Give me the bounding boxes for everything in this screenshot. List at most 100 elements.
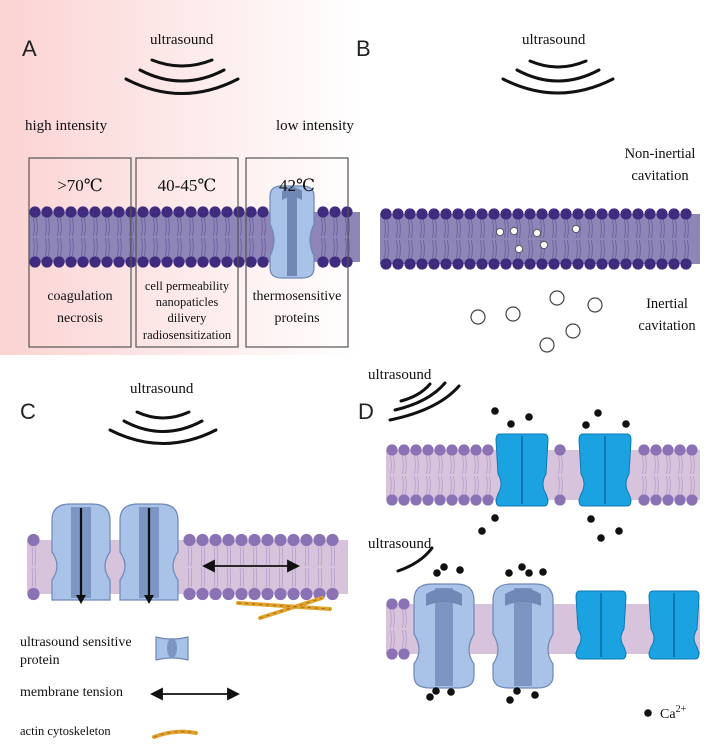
lipid-head [512,258,524,270]
lipid-head [482,444,494,456]
lipid-head [674,494,686,506]
lipid-head [434,444,446,456]
lipid-head [300,533,313,547]
ion-dot [491,407,499,415]
panel-a-ultrasound-waves-icon [124,58,240,95]
lipid-head [500,208,512,220]
lipid-head [29,206,41,218]
lipid-head [662,494,674,506]
lipid-head [416,258,428,270]
lipid-head [41,256,53,268]
ion-dot [447,688,455,696]
calcium-legend-label: Ca2+ [660,704,687,722]
ion-dot [518,563,526,571]
panel-d-ultrasound-waves-top-icon [388,381,461,422]
lipid-head [173,256,185,268]
panel-b-ultrasound-label: ultrasound [522,32,586,48]
lipid-head [458,494,470,506]
calcium-ions-top [478,407,630,542]
lipid-head [245,256,257,268]
inertial-label-line-1: Inertial [646,296,688,312]
lipid-head [536,208,548,220]
lipid-head [440,208,452,220]
lipid-head [197,256,209,268]
ion-dot [433,569,441,577]
panel-a-ultrasound-label: ultrasound [150,32,214,48]
lipid-head [422,444,434,456]
lipid-head [440,258,452,270]
lipid-head [386,494,398,506]
lipid-head [329,206,341,218]
box-1-effect-line-1: coagulation [47,289,112,304]
lipid-head [668,208,680,220]
lipid-head [317,256,329,268]
lipid-head [326,533,339,547]
legend-tension-arrow-icon [149,687,241,701]
lipid-head [245,206,257,218]
lipid-head [398,494,410,506]
ion-dot [587,515,595,523]
lipid-head [221,206,233,218]
panel-a-letter: A [22,36,37,61]
lipid-head [608,258,620,270]
lipid-head [686,494,698,506]
box-2-effect-line-4: radiosensitization [143,328,232,342]
lipid-head [398,444,410,456]
ion-dot [513,687,521,695]
lipid-head [89,206,101,218]
calcium-legend-dot [644,709,652,717]
lipid-head [161,206,173,218]
ion-dot [440,563,448,571]
lipid-head [536,258,548,270]
lipid-head [196,533,209,547]
lipid-head [326,587,339,601]
low-intensity-label: low intensity [276,118,354,134]
bubble-small [571,224,581,234]
lipid-head [398,648,410,660]
panel-a-background [0,0,360,355]
ion-dot [456,566,464,574]
lipid-head [392,258,404,270]
lipid-head [500,258,512,270]
calcium-channel-icon [578,433,632,507]
lipid-head [470,444,482,456]
lipid-head [452,258,464,270]
lipid-tails [390,609,407,649]
lipid-head [596,258,608,270]
box-2-effect-line-2: nanopaticles [156,295,219,309]
lipid-head [161,256,173,268]
lipid-head [77,206,89,218]
lipid-head [183,533,196,547]
lipid-head [554,494,566,506]
box-2-effect-line-1: cell permeability [145,279,230,293]
calcium-channel-icon [575,590,627,660]
lipid-head [53,256,65,268]
lipid-head [221,256,233,268]
lipid-head [632,208,644,220]
bubble-large [549,290,565,306]
panel-c-ultrasound-label: ultrasound [130,381,194,397]
ion-dot [478,527,486,535]
lipid-head [235,587,248,601]
lipid-head [620,208,632,220]
lipid-head [680,258,692,270]
ion-dot [432,687,440,695]
calcium-charge: 2+ [676,704,687,715]
lipid-head [572,208,584,220]
lipid-head [209,533,222,547]
lipid-head [650,494,662,506]
stretched-protein-icon [51,503,111,604]
lipid-head [404,258,416,270]
box-3-effect-line-2: proteins [274,311,319,326]
lipid-head [313,533,326,547]
lipid-head [488,258,500,270]
lipid-head [548,258,560,270]
lipid-head [644,258,656,270]
lipid-head [386,444,398,456]
lipid-head [644,208,656,220]
bubble-small [509,226,519,236]
panel-b-membrane [380,208,700,270]
lipid-head [524,208,536,220]
lipid-head [209,587,222,601]
